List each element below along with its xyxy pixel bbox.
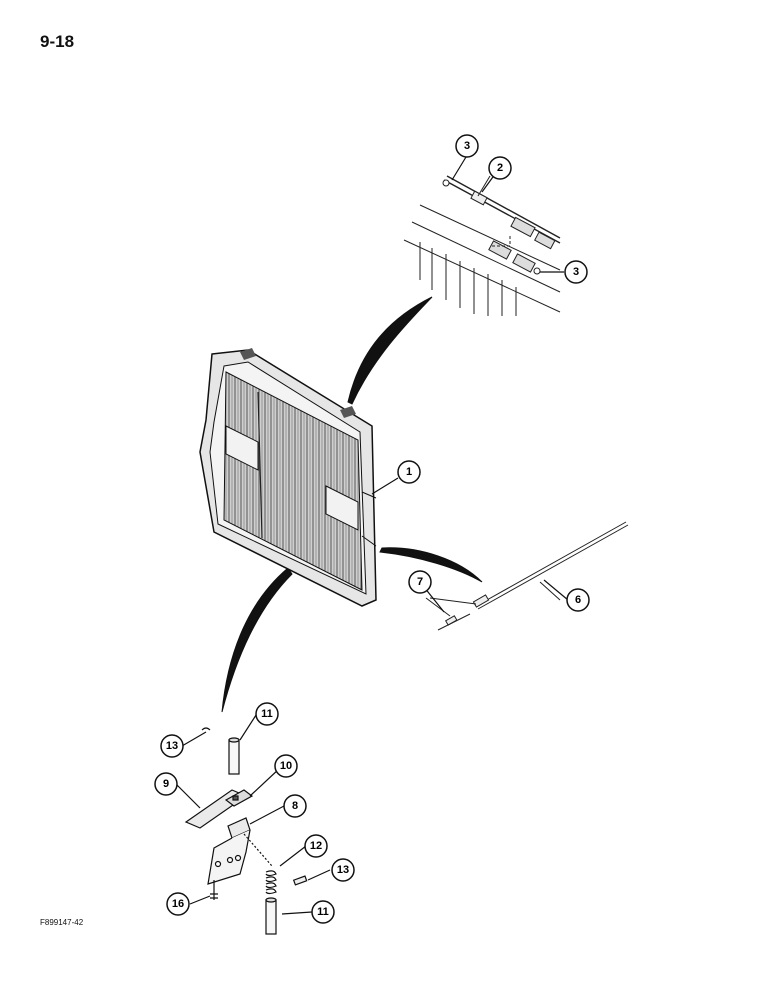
svg-text:6: 6 (575, 594, 581, 606)
svg-text:16: 16 (172, 898, 184, 910)
callout-16: 16 (166, 892, 190, 916)
leader-curve-right (379, 547, 483, 583)
svg-text:9: 9 (163, 778, 169, 790)
latch-assembly (184, 727, 308, 935)
leader-curve-bottom (221, 567, 293, 713)
callout-leaders (175, 156, 569, 915)
callout-12: 12 (304, 834, 328, 858)
callout-2: 2 (488, 156, 512, 180)
callout-1: 1 (397, 460, 421, 484)
callout-11-bottom: 11 (311, 900, 335, 924)
svg-text:10: 10 (280, 760, 292, 772)
svg-text:12: 12 (310, 840, 322, 852)
callout-13-left: 13 (160, 734, 184, 758)
svg-text:13: 13 (337, 864, 349, 876)
hinge-detail (403, 175, 561, 316)
svg-text:11: 11 (317, 906, 329, 918)
svg-text:3: 3 (464, 140, 470, 152)
callout-13-right: 13 (331, 858, 355, 882)
svg-text:3: 3 (573, 266, 579, 278)
page-number: 9-18 (40, 32, 75, 51)
callout-8: 8 (283, 794, 307, 818)
svg-text:1: 1 (406, 466, 412, 478)
callout-11-top: 11 (255, 702, 279, 726)
grille-panel (199, 348, 377, 607)
svg-text:11: 11 (261, 708, 273, 720)
svg-text:2: 2 (497, 162, 503, 174)
rod-assembly (425, 521, 629, 631)
svg-text:8: 8 (292, 800, 298, 812)
leader-curve-top (347, 296, 433, 405)
callout-10: 10 (274, 754, 298, 778)
figure-code: F899147-42 (40, 918, 84, 927)
callout-3-top: 3 (455, 134, 479, 158)
callout-9: 9 (154, 772, 178, 796)
callout-3-right: 3 (564, 260, 588, 284)
callout-6: 6 (566, 588, 590, 612)
svg-text:13: 13 (166, 740, 178, 752)
callout-7: 7 (408, 570, 432, 594)
svg-text:7: 7 (417, 576, 423, 588)
